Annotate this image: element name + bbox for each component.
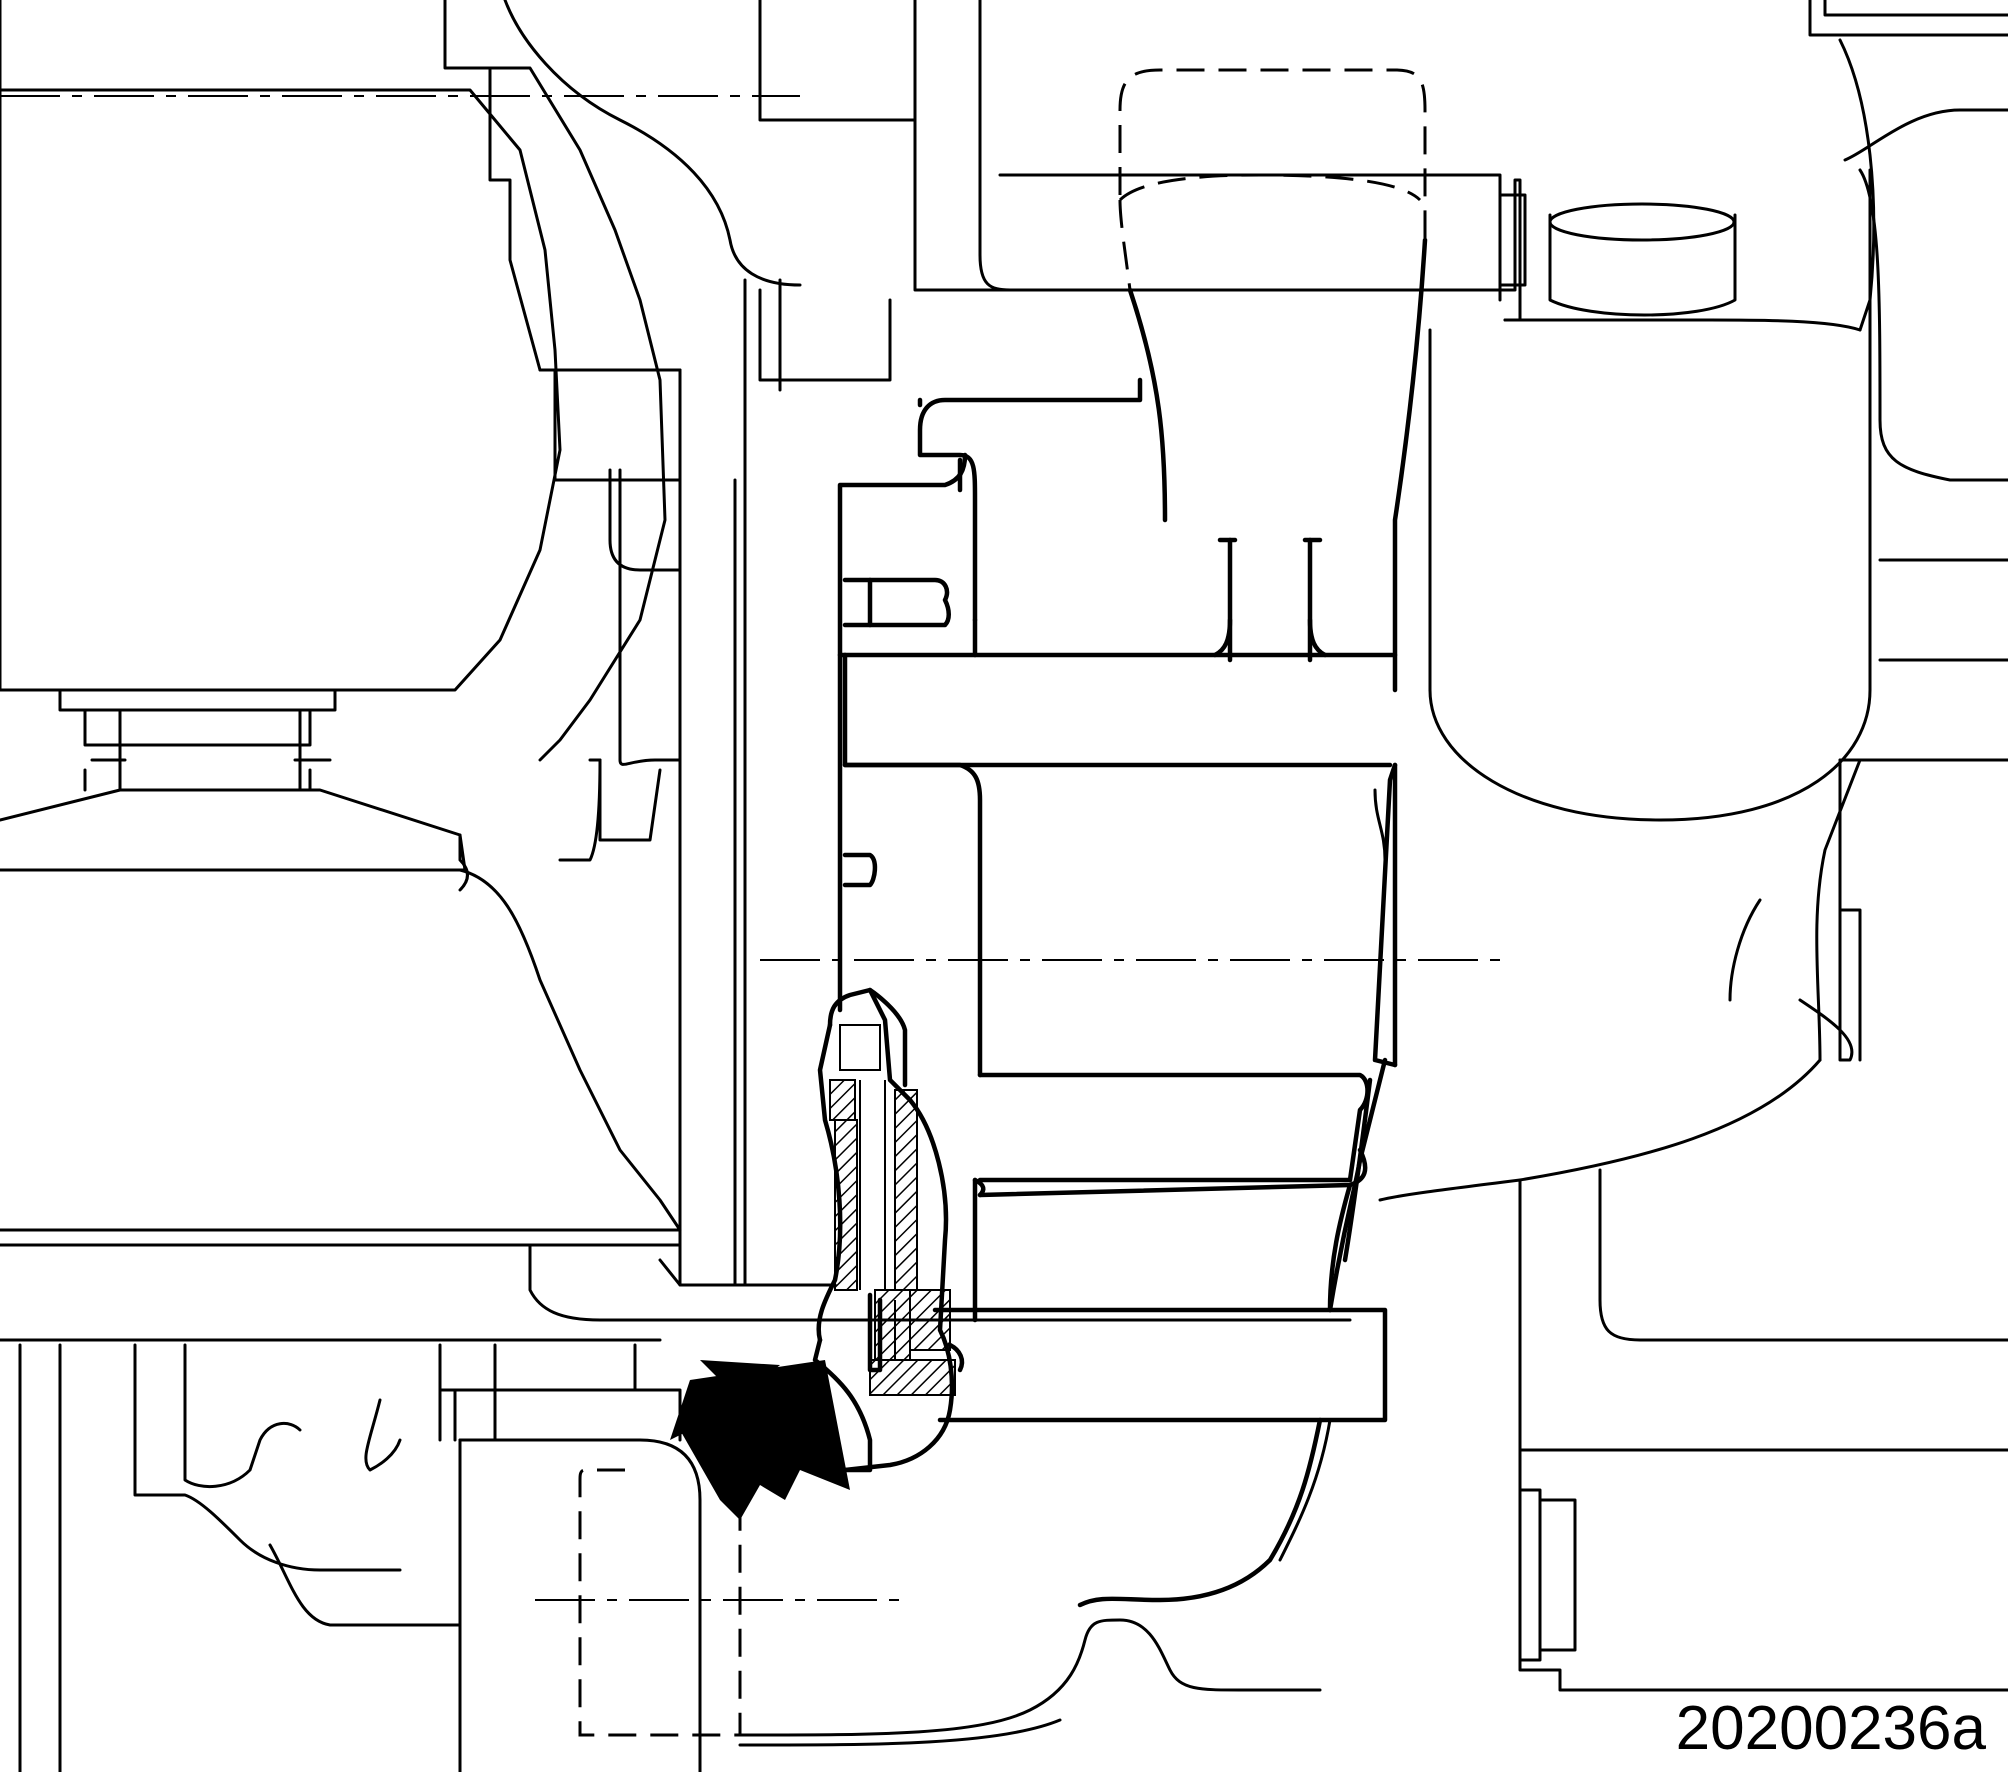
upper-right-assembly: [913, 0, 2008, 662]
figure-number: 20200236a: [1675, 1694, 1986, 1763]
central-duct: [1118, 68, 1428, 693]
central-block: [760, 377, 1500, 1423]
left-housing-lower: [0, 868, 1352, 1772]
sensor-cross-section: [812, 987, 965, 1473]
right-lower-bracket: [1518, 758, 2008, 1692]
callout-arrow-icon: [670, 1360, 850, 1520]
filter-canister: [1378, 168, 1872, 1202]
engine-mount: [0, 688, 469, 892]
outlet-flange: [458, 1417, 1332, 1772]
lower-left-housing: [133, 1343, 682, 1627]
left-housing-upper: [0, 0, 802, 762]
